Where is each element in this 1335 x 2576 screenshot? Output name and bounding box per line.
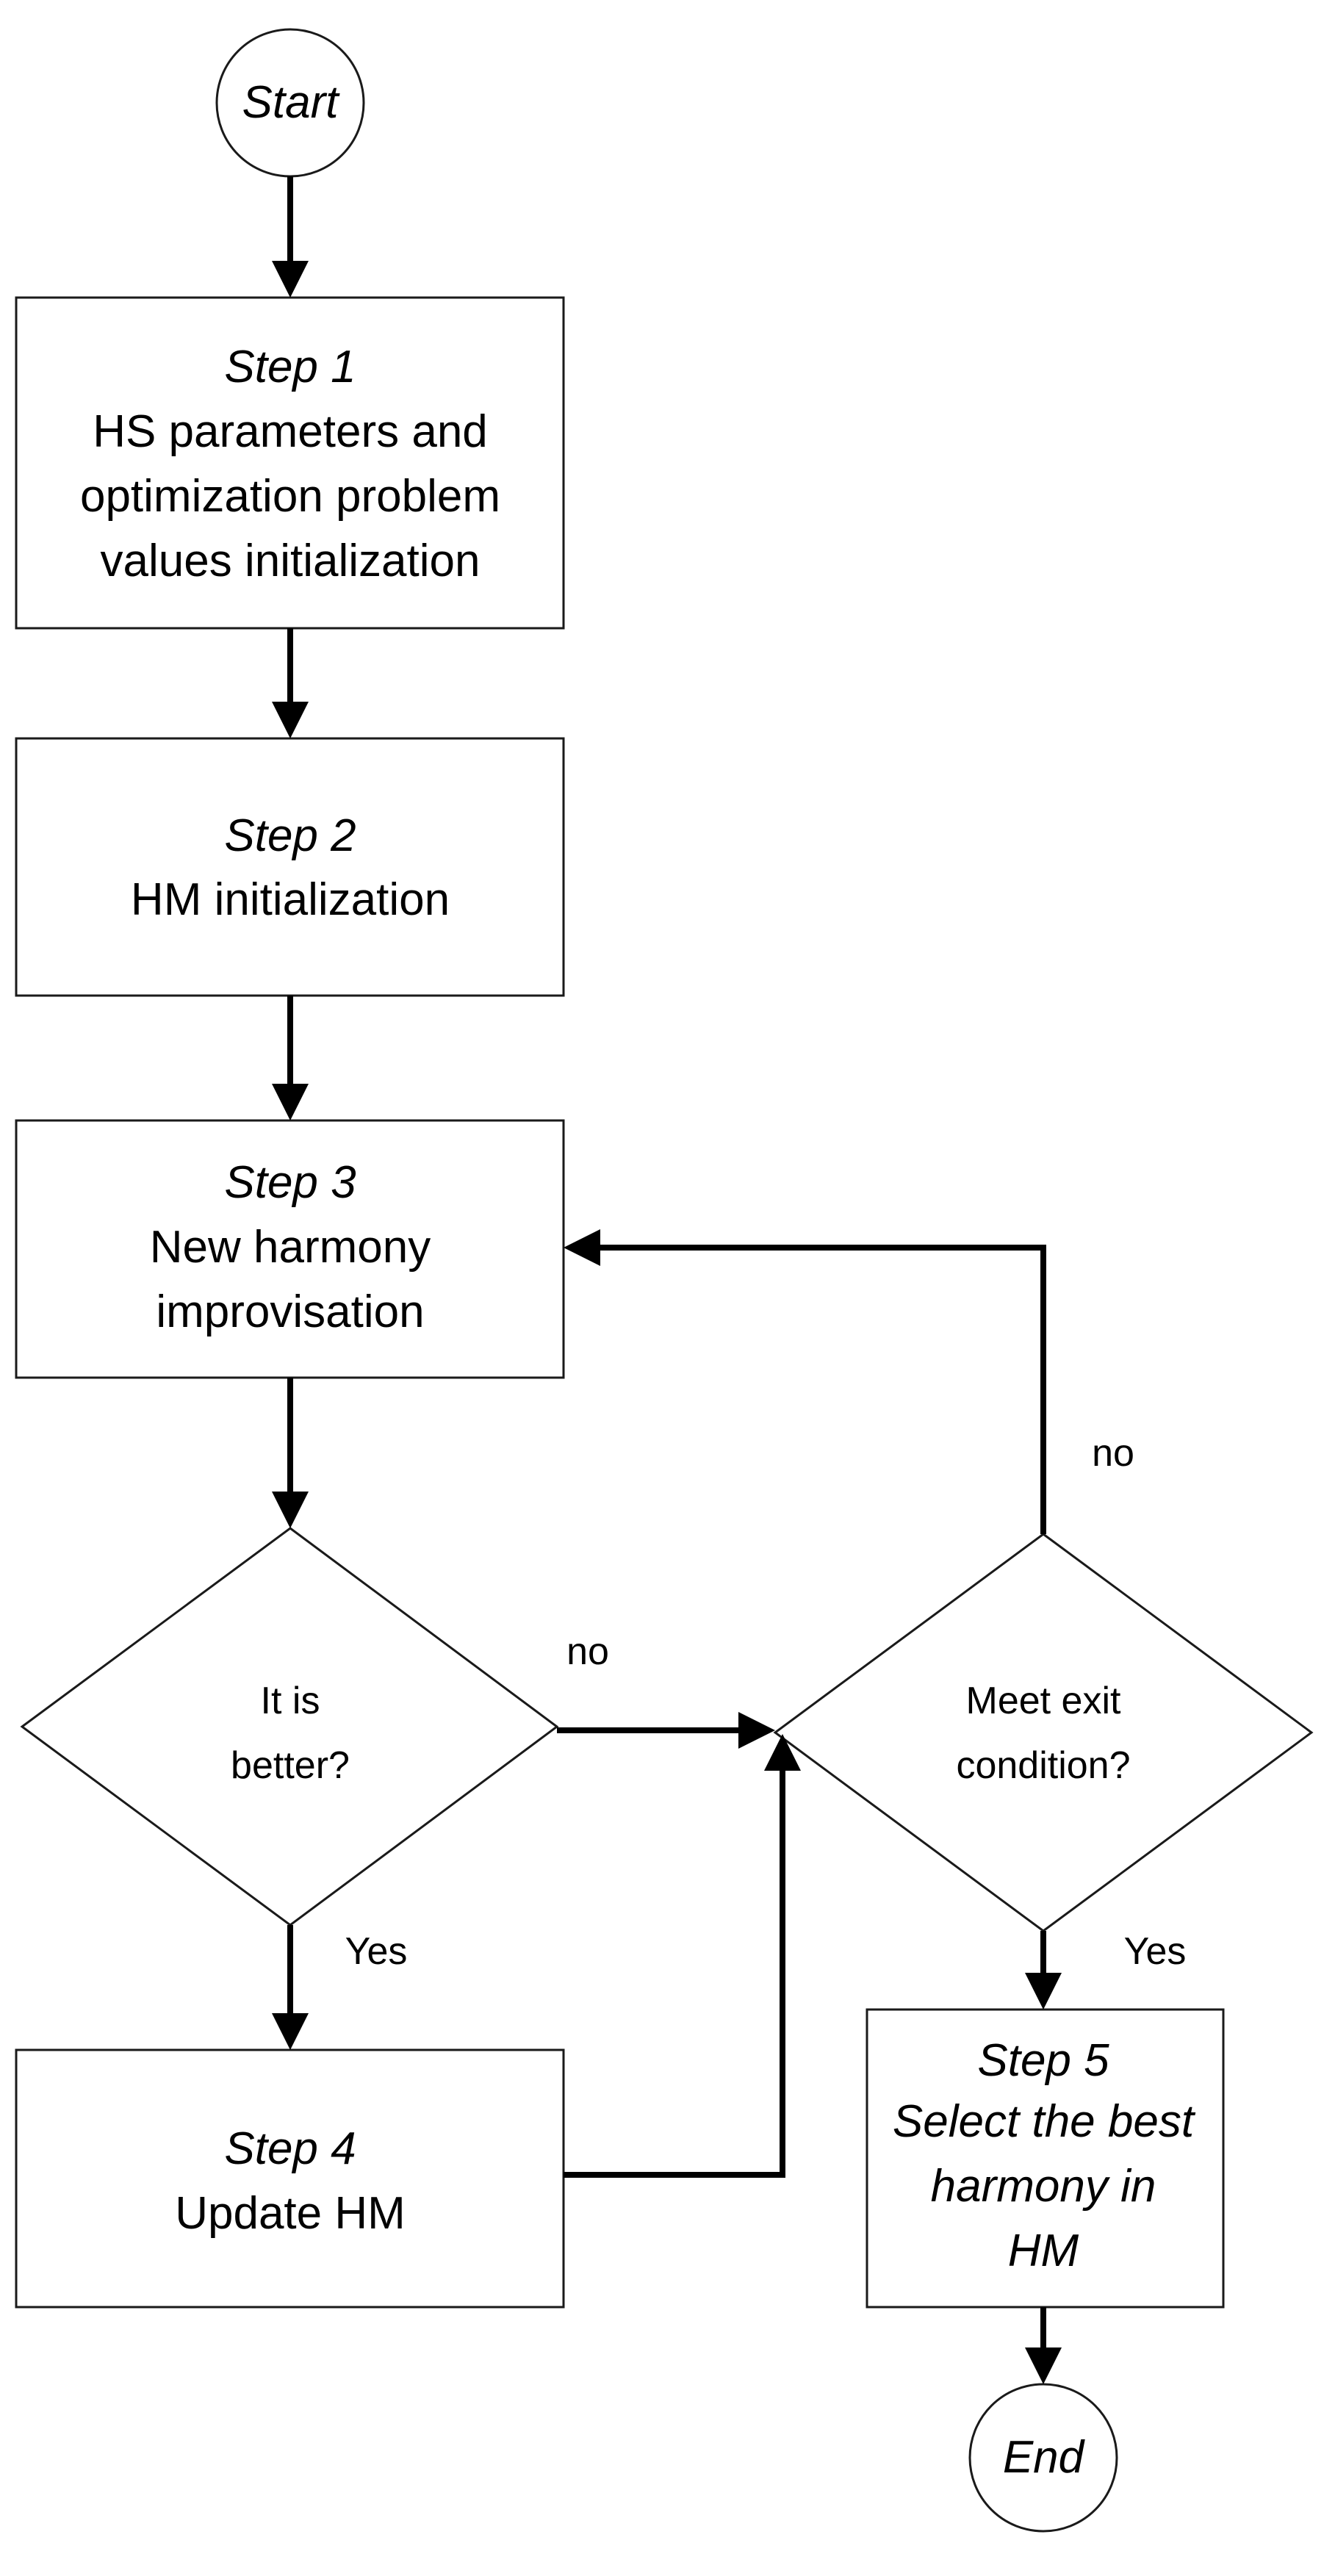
edge-step1-to-step2 [272,628,309,738]
step3-title: Step 3 [224,1157,356,1208]
edge-step4-to-exit [564,1734,801,2178]
step3-line-1: New harmony [150,1222,431,1273]
edge-step3-to-decision-better [272,1378,309,1528]
step4-title: Step 4 [224,2123,356,2174]
end-label: End [1003,2432,1086,2483]
edge-label-better-no: no [566,1630,609,1673]
decision-exit-node: Meet exit condition? [773,1533,1314,1932]
decision-better-node: It is better? [20,1527,559,1926]
step4-box: Step 4 Update HM [15,2048,565,2309]
edge-step5-to-end [1025,2307,1062,2384]
step1-line-1: HS parameters and [93,406,488,457]
step1-line-2: optimization problem [80,471,500,522]
step5-line-1: Select the best [893,2096,1196,2147]
edge-exit-yes-to-step5 [1025,1931,1062,2010]
step3-line-2: improvisation [156,1287,424,1337]
step4-line-1: Update HM [175,2188,406,2239]
decision-better-line-2: better? [231,1744,350,1787]
step2-title: Step 2 [224,810,356,861]
decision-exit-line-1: Meet exit [966,1680,1122,1722]
edge-start-to-step1 [272,176,309,298]
edge-better-no-to-exit [557,1712,775,1749]
step5-box: Step 5 Select the best harmony in HM [866,2008,1225,2309]
start-label: Start [242,77,341,128]
edge-label-better-yes: Yes [345,1930,408,1973]
step2-line-1: HM initialization [131,874,450,925]
decision-better-line-1: It is [261,1680,320,1722]
step2-box: Step 2 HM initialization [15,737,565,997]
step5-line-3: HM [1008,2226,1079,2276]
edge-step2-to-step3 [272,996,309,1120]
start-node: Start [215,28,365,178]
edge-label-exit-no: no [1092,1432,1134,1475]
step1-box: Step 1 HS parameters and optimization pr… [15,296,565,630]
edge-exit-no-to-step3 [564,1229,1046,1534]
end-node: End [968,2383,1118,2533]
step3-box: Step 3 New harmony improvisation [15,1119,565,1379]
step1-title: Step 1 [224,342,356,392]
step1-line-3: values initialization [101,536,481,586]
edge-better-yes-to-step4 [272,1925,309,2050]
step5-title: Step 5 [977,2035,1109,2086]
decision-exit-line-2: condition? [956,1744,1130,1787]
edge-label-exit-yes: Yes [1124,1930,1187,1973]
step5-line-2: harmony in [931,2161,1156,2212]
